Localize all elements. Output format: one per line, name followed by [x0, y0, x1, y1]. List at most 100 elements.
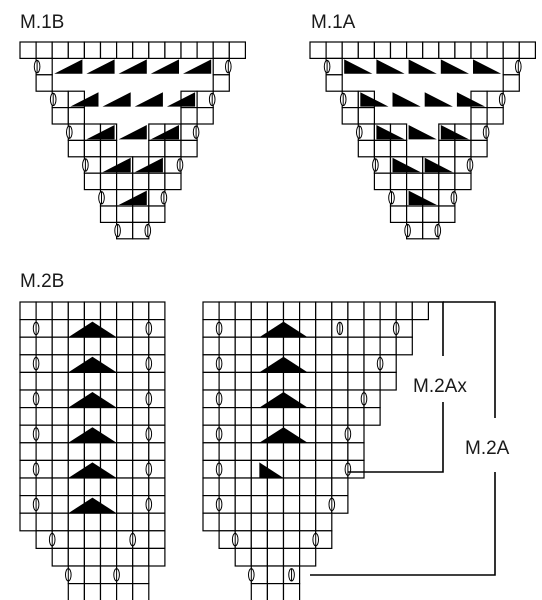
- knit-stitch-cell: [373, 139, 392, 158]
- knit-stitch-cell: [164, 172, 182, 191]
- knit-stitch-cell: [83, 172, 102, 191]
- knit-stitch-cell: [218, 512, 236, 532]
- knit-stitch-cell: [180, 41, 198, 59]
- knit-stitch-cell: [331, 442, 349, 461]
- yarn-over-icon: [434, 223, 442, 238]
- knit-stitch-cell: [266, 495, 285, 514]
- decrease-triangle-icon: [392, 92, 421, 107]
- knit-stitch-cell: [99, 407, 118, 426]
- knit-stitch-cell: [115, 354, 134, 373]
- yarn-over-icon: [113, 568, 120, 582]
- knit-stitch-cell: [250, 371, 269, 391]
- knit-stitch-cell: [51, 442, 69, 461]
- knit-stitch-cell: [35, 41, 53, 59]
- knit-stitch-cell: [282, 442, 301, 461]
- knit-stitch-cell: [83, 301, 102, 321]
- knit-stitch-cell: [115, 172, 134, 191]
- knit-stitch-cell: [331, 371, 349, 391]
- yarn-over-icon: [312, 532, 320, 547]
- decrease-triangle-icon: [150, 59, 179, 74]
- knit-stitch-cell: [331, 354, 349, 373]
- knit-stitch-cell: [132, 442, 150, 461]
- knit-stitch-cell: [234, 477, 252, 497]
- decrease-triangle-icon: [102, 92, 131, 107]
- knit-stitch-cell: [250, 442, 269, 461]
- yarn-over-icon: [466, 158, 474, 172]
- knit-stitch-cell: [282, 547, 301, 567]
- knit-stitch-cell: [325, 74, 343, 92]
- knit-stitch-cell: [115, 424, 134, 444]
- yarn-over-icon: [344, 462, 352, 476]
- yarn-over-icon: [376, 356, 384, 371]
- knit-stitch-cell: [470, 139, 488, 158]
- knit-stitch-cell: [250, 512, 269, 532]
- decrease-triangle-icon: [68, 427, 117, 443]
- yarn-over-icon: [372, 158, 379, 172]
- decrease-triangle-icon: [392, 157, 421, 173]
- knit-stitch-cell: [83, 547, 102, 567]
- yarn-over-icon: [323, 59, 331, 74]
- knit-stitch-cell: [99, 442, 118, 461]
- knit-stitch-cell: [315, 442, 333, 461]
- knit-stitch-cell: [347, 371, 365, 391]
- knit-stitch-cell: [132, 371, 150, 391]
- knit-stitch-cell: [389, 205, 408, 223]
- decrease-triangle-icon: [376, 125, 405, 140]
- decrease-triangle-icon: [134, 92, 163, 107]
- knit-stitch-cell: [132, 172, 150, 191]
- knit-stitch-cell: [132, 407, 150, 426]
- knit-stitch-cell: [132, 205, 150, 223]
- knit-stitch-cell: [234, 459, 252, 479]
- yarn-over-icon: [33, 59, 41, 74]
- knit-stitch-cell: [331, 301, 349, 321]
- knit-stitch-cell: [19, 336, 37, 356]
- yarn-over-icon: [215, 497, 223, 512]
- knit-stitch-cell: [19, 41, 37, 59]
- knit-stitch-cell: [164, 41, 182, 59]
- knit-stitch-cell: [347, 301, 365, 321]
- knit-stitch-cell: [19, 407, 37, 426]
- knit-stitch-cell: [282, 530, 301, 549]
- knit-stitch-cell: [202, 336, 220, 356]
- knit-stitch-cell: [315, 459, 333, 479]
- decrease-triangle-icon: [424, 92, 453, 107]
- knit-stitch-cell: [99, 139, 118, 158]
- knit-stitch-cell: [363, 407, 381, 426]
- knit-stitch-cell: [470, 41, 488, 59]
- chart-m2b-grid: [19, 301, 166, 600]
- knit-stitch-cell: [299, 547, 317, 567]
- knit-stitch-cell: [299, 371, 317, 391]
- knit-stitch-cell: [341, 41, 359, 59]
- knit-stitch-cell: [234, 371, 252, 391]
- knit-stitch-cell: [35, 371, 53, 391]
- knit-stitch-cell: [266, 407, 285, 426]
- knit-stitch-cell: [218, 301, 236, 321]
- knit-stitch-cell: [266, 547, 285, 567]
- knit-stitch-cell: [35, 336, 53, 356]
- knit-stitch-cell: [234, 547, 252, 567]
- yarn-over-icon: [482, 125, 490, 139]
- knit-stitch-cell: [115, 442, 134, 461]
- decrease-triangle-icon: [102, 157, 131, 173]
- knit-stitch-cell: [202, 512, 220, 532]
- knit-stitch-cell: [299, 495, 317, 514]
- knit-stitch-cell: [282, 407, 301, 426]
- yarn-over-icon: [98, 191, 105, 205]
- chart-m1a-grid: [309, 41, 536, 240]
- knit-stitch-cell: [83, 407, 102, 426]
- knit-stitch-cell: [132, 565, 150, 585]
- knit-stitch-cell: [299, 407, 317, 426]
- knit-stitch-cell: [266, 477, 285, 497]
- knit-stitch-cell: [83, 565, 102, 585]
- knit-stitch-cell: [99, 172, 118, 191]
- knit-stitch-cell: [99, 371, 118, 391]
- knit-stitch-cell: [19, 301, 37, 321]
- yarn-over-icon: [48, 532, 56, 547]
- knit-stitch-cell: [115, 205, 134, 223]
- knit-stitch-cell: [228, 41, 247, 59]
- knit-stitch-cell: [234, 389, 252, 409]
- knit-stitch-cell: [250, 547, 269, 567]
- yarn-over-icon: [215, 462, 223, 476]
- knit-stitch-cell: [99, 477, 118, 497]
